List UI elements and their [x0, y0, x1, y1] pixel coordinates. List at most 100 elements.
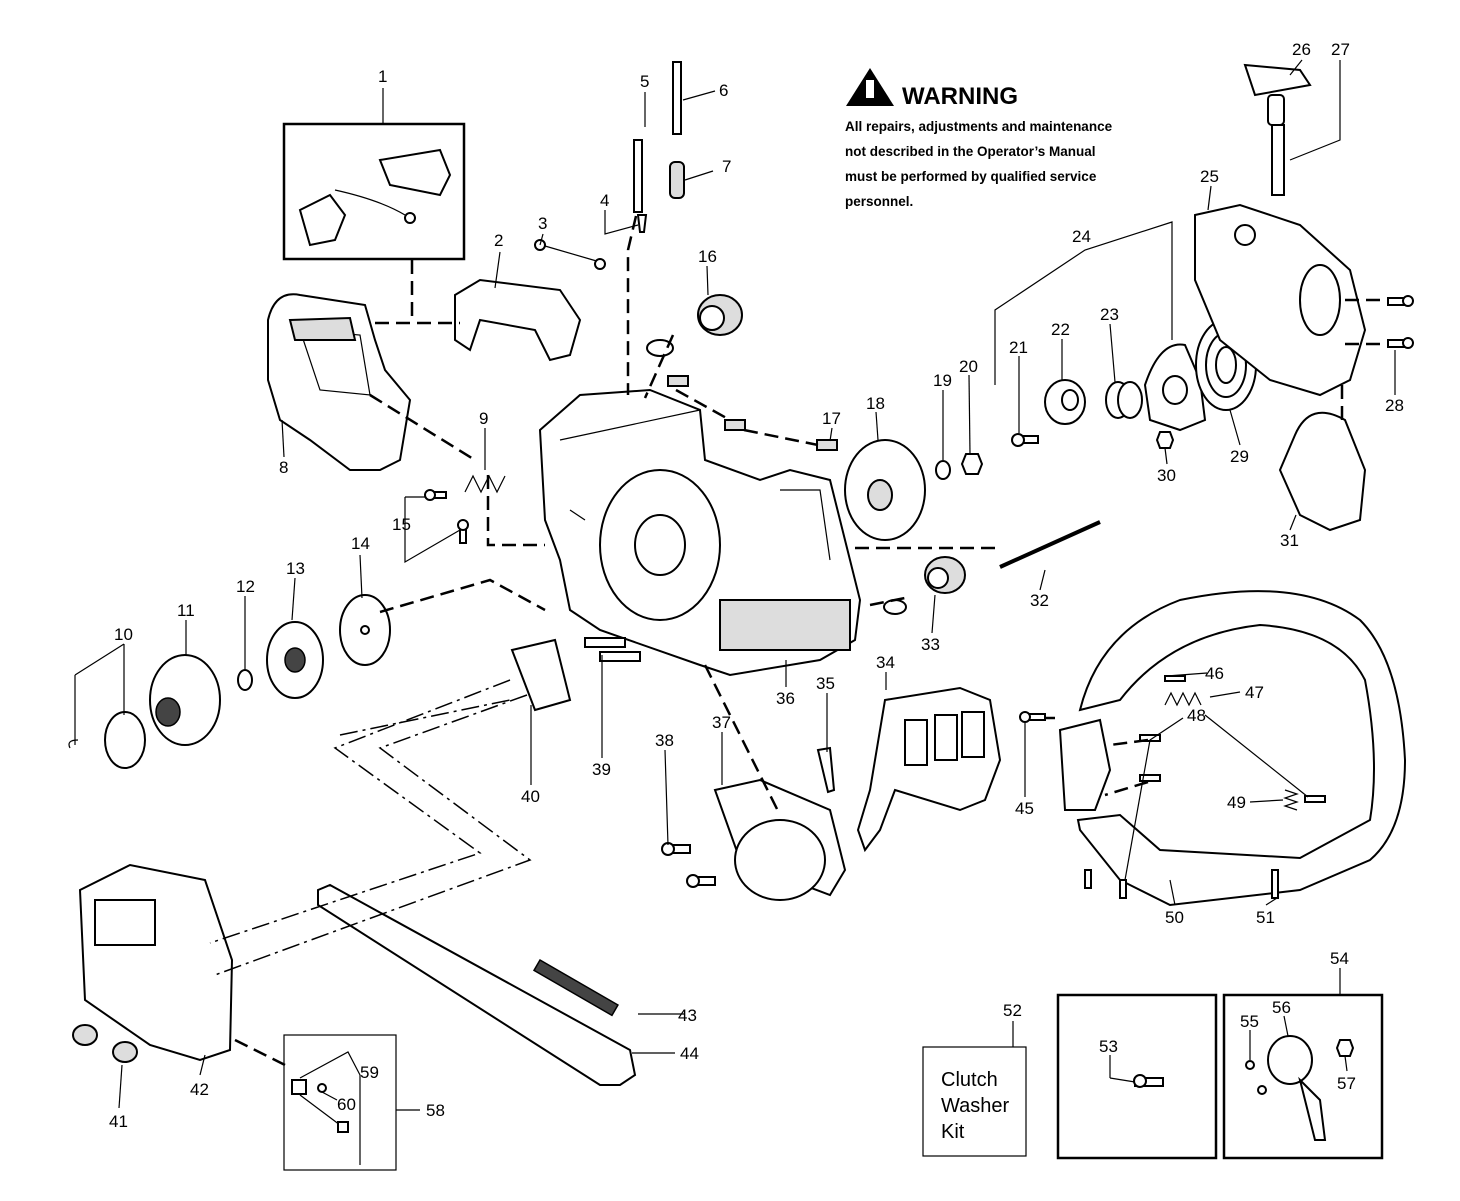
part-pin-4: [636, 214, 648, 233]
part-brake-lever-kit: [298, 148, 452, 247]
part-adjuster-58: [291, 1079, 349, 1133]
callout-13: 13: [286, 559, 305, 578]
callout-26: 26: [1292, 40, 1311, 59]
callout-labels: 1 2 3 4 5 6 7 8 9 10 11 12 13 14 15 16 1…: [109, 40, 1404, 1131]
callout-51: 51: [1256, 908, 1275, 927]
kit-box-52: [922, 1046, 1027, 1157]
callout-8: 8: [279, 458, 288, 477]
part-washer-10: [104, 711, 146, 769]
part-clutch-drum-11: [149, 654, 221, 746]
part-starter-handle-26: [1243, 63, 1312, 196]
callout-1: 1: [378, 67, 387, 86]
callout-3: 3: [538, 214, 547, 233]
callout-60: 60: [337, 1095, 356, 1114]
part-shroud-31: [1278, 411, 1367, 532]
callout-21: 21: [1009, 338, 1028, 357]
callout-57: 57: [1337, 1074, 1356, 1093]
warning-triangle-icon: [846, 68, 894, 106]
callout-5: 5: [640, 72, 649, 91]
part-starter-housing-25: [1194, 203, 1367, 397]
part-guide-bar-43: [317, 883, 637, 1086]
part-rear-handle: [267, 293, 412, 471]
callout-27: 27: [1331, 40, 1350, 59]
callout-11: 11: [177, 601, 195, 620]
part-nut-20: [960, 453, 984, 475]
part-spring-23: [1105, 381, 1143, 419]
kit-label-line-2: Washer: [941, 1095, 1010, 1117]
kit-box-53: [1056, 993, 1218, 1160]
part-screw-53: [1133, 1074, 1164, 1088]
callout-56: 56: [1272, 998, 1291, 1017]
callout-40: 40: [521, 787, 540, 806]
callout-38: 38: [655, 731, 674, 750]
leader-lines: [74, 59, 1396, 1165]
callout-12: 12: [236, 577, 255, 596]
callout-44: 44: [680, 1044, 699, 1063]
callout-29: 29: [1230, 447, 1249, 466]
part-crankcase: [538, 388, 862, 677]
callout-22: 22: [1051, 320, 1070, 339]
part-bolts-39: [584, 637, 641, 662]
part-screws-15: [424, 489, 469, 544]
callout-15: 15: [392, 515, 411, 534]
callout-42: 42: [190, 1080, 209, 1099]
callout-30: 30: [1157, 466, 1176, 485]
part-cap-33: [883, 556, 966, 615]
part-side-cover-42: [78, 863, 234, 1062]
kit-label-line-3: Kit: [941, 1121, 965, 1143]
callout-7: 7: [722, 157, 731, 176]
callout-47: 47: [1245, 683, 1264, 702]
part-pin-35: [816, 746, 836, 794]
part-spring-47: [1164, 691, 1202, 707]
callout-34: 34: [876, 653, 895, 672]
callout-33: 33: [921, 635, 940, 654]
callout-39: 39: [592, 760, 611, 779]
warning-line-4: personnel.: [845, 194, 913, 209]
callout-46: 46: [1205, 664, 1224, 683]
callout-41: 41: [109, 1112, 128, 1131]
part-rod-32: [999, 520, 1101, 569]
callout-36: 36: [776, 689, 795, 708]
callout-23: 23: [1100, 305, 1119, 324]
kit-box-58: [283, 1034, 397, 1171]
warning-title: WARNING: [902, 83, 1018, 110]
part-top-cover: [454, 278, 582, 362]
part-clutch-13: [266, 621, 324, 699]
part-flywheel: [844, 439, 926, 541]
part-spring-9: [464, 474, 506, 494]
part-nut-30: [1155, 431, 1175, 449]
callout-19: 19: [933, 371, 952, 390]
part-valve-7: [669, 161, 685, 199]
callout-16: 16: [698, 247, 717, 266]
callout-50: 50: [1165, 908, 1184, 927]
callout-14: 14: [351, 534, 370, 553]
part-screws-45-51: [1019, 675, 1326, 899]
callout-48: 48: [1187, 706, 1206, 725]
callout-4: 4: [600, 191, 609, 210]
part-screw-21: [1011, 433, 1039, 447]
callout-25: 25: [1200, 167, 1219, 186]
part-oil-pump-56: [1245, 1035, 1355, 1141]
callout-55: 55: [1240, 1012, 1259, 1031]
part-screw-3: [534, 239, 606, 270]
callout-17: 17: [822, 409, 841, 428]
part-clip-17c: [816, 439, 838, 451]
part-cap-16: [646, 294, 743, 357]
callout-32: 32: [1030, 591, 1049, 610]
callout-24: 24: [1072, 227, 1091, 246]
part-washer-12: [237, 669, 253, 691]
warning-line-2: not described in the Operator’s Manual: [845, 144, 1096, 159]
callout-58: 58: [426, 1101, 445, 1120]
part-washer-19: [935, 460, 951, 480]
callout-31: 31: [1280, 531, 1299, 550]
callout-53: 53: [1099, 1037, 1118, 1056]
kit-box-54: [1222, 993, 1384, 1160]
callout-45: 45: [1015, 799, 1034, 818]
callout-59: 59: [360, 1063, 379, 1082]
warning-block: WARNING All repairs, adjustments and mai…: [845, 68, 1113, 209]
part-screws-28: [1387, 295, 1414, 349]
part-brake-37: [713, 778, 847, 901]
part-guide-40: [510, 638, 572, 712]
callout-54: 54: [1330, 949, 1349, 968]
